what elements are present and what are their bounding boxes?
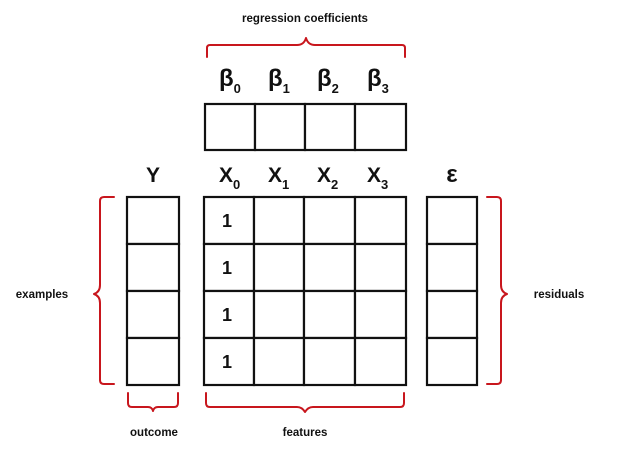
beta-header-2: β2 — [317, 65, 339, 96]
x-header-3: X3 — [367, 164, 388, 192]
x-header-2: X2 — [317, 164, 338, 192]
feature-cell — [252, 195, 306, 246]
residual-cell — [425, 242, 479, 293]
feature-cell — [302, 242, 357, 293]
feature-cell — [302, 289, 357, 340]
residual-cell — [425, 336, 479, 387]
feature-cell — [353, 242, 408, 293]
residual-cell — [425, 289, 479, 340]
residual-column — [425, 195, 479, 387]
beta-header-3: β3 — [367, 65, 389, 96]
left-brace — [93, 196, 115, 385]
intercept-value: 1 — [222, 211, 232, 231]
svg-text:β3: β3 — [367, 65, 389, 96]
examples-label: examples — [16, 289, 68, 301]
feature-cell — [353, 336, 408, 387]
feature-cell — [302, 336, 357, 387]
svg-text:β1: β1 — [268, 65, 290, 96]
top-brace — [206, 37, 406, 58]
svg-text:X3: X3 — [367, 164, 388, 192]
intercept-value: 1 — [222, 305, 232, 325]
feature-cell — [302, 195, 357, 246]
beta-header-1: β1 — [268, 65, 290, 96]
feature-cell — [252, 336, 306, 387]
outcome-cell — [125, 336, 181, 387]
feature-cell — [353, 195, 408, 246]
x-header-1: X1 — [268, 164, 289, 192]
svg-text:X2: X2 — [317, 164, 338, 192]
svg-text:β0: β0 — [219, 65, 241, 96]
svg-text:X1: X1 — [268, 164, 289, 192]
outcome-header: Y — [146, 164, 160, 187]
epsilon-header: ε — [446, 161, 457, 188]
intercept-value: 1 — [222, 258, 232, 278]
coefficient-cell — [253, 102, 307, 152]
outcome-cell — [125, 242, 181, 293]
feature-cell — [252, 289, 306, 340]
feature-matrix: 1 1 1 1 — [202, 195, 408, 387]
coefficient-cell — [353, 102, 408, 152]
outcome-cell — [125, 195, 181, 246]
regression-coefficients-label: regression coefficients — [242, 13, 368, 25]
residuals-label: residuals — [534, 289, 585, 301]
outcome-brace — [127, 392, 179, 412]
features-brace — [205, 392, 405, 413]
intercept-value: 1 — [222, 352, 232, 372]
svg-text:X0: X0 — [219, 164, 240, 192]
features-label: features — [283, 427, 328, 439]
right-brace — [486, 196, 508, 385]
coefficients-row — [203, 102, 408, 152]
residual-cell — [425, 195, 479, 246]
outcome-label: outcome — [130, 427, 178, 439]
outcome-column — [125, 195, 181, 387]
outcome-cell — [125, 289, 181, 340]
svg-text:β2: β2 — [317, 65, 339, 96]
coefficient-cell — [203, 102, 257, 152]
feature-cell — [252, 242, 306, 293]
x-header-0: X0 — [219, 164, 240, 192]
beta-header-0: β0 — [219, 65, 241, 96]
feature-cell — [353, 289, 408, 340]
coefficient-cell — [303, 102, 357, 152]
